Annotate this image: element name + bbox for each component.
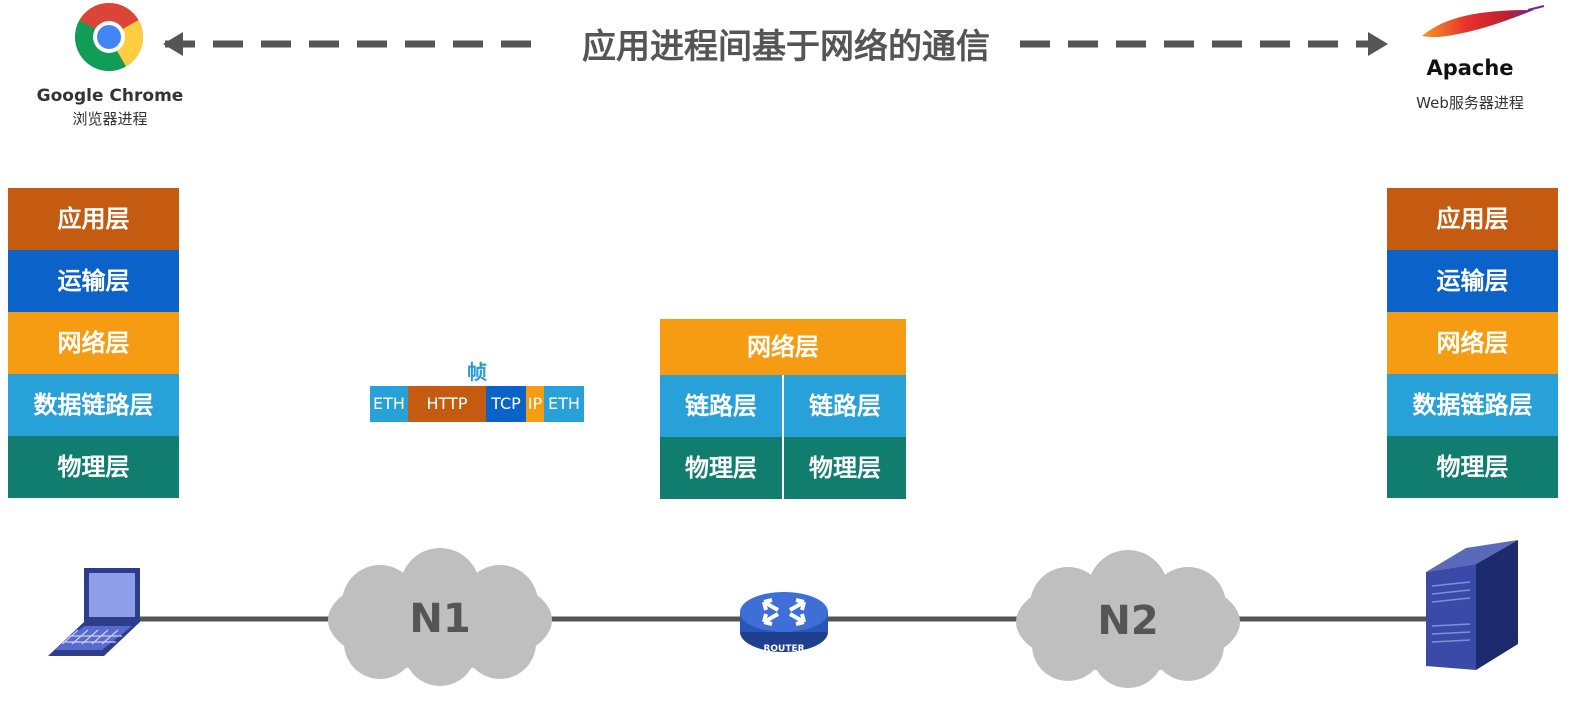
server-protocol-stack: 应用层 运输层 网络层 数据链路层 物理层 xyxy=(1387,188,1558,498)
cloud-n2-label: N2 xyxy=(1097,598,1159,644)
communication-arrow xyxy=(163,32,1388,56)
host-transport-layer: 运输层 xyxy=(8,250,179,312)
server-physical-layer: 物理层 xyxy=(1387,436,1558,498)
router-protocol-stack: 网络层 链路层 链路层 物理层 物理层 xyxy=(660,319,906,499)
router-icon: ROUTER xyxy=(740,592,828,654)
router-label: ROUTER xyxy=(763,644,804,654)
chrome-icon xyxy=(75,3,143,71)
laptop-icon xyxy=(48,568,140,656)
server-datalink-layer: 数据链路层 xyxy=(1387,374,1558,436)
chrome-subtitle: 浏览器进程 xyxy=(72,110,148,128)
host-datalink-layer: 数据链路层 xyxy=(8,374,179,436)
host-network-layer: 网络层 xyxy=(8,312,179,374)
router-link-layer-right: 链路层 xyxy=(782,375,906,437)
host-physical-layer: 物理层 xyxy=(8,436,179,498)
frame-http-segment: HTTP xyxy=(408,386,486,422)
chrome-label: Google Chrome xyxy=(36,86,184,106)
cloud-n2-icon xyxy=(1016,550,1240,688)
frame-eth-header: ETH xyxy=(370,386,408,422)
server-icon xyxy=(1426,540,1518,670)
router-physical-layer-right: 物理层 xyxy=(782,437,906,499)
apache-subtitle: Web服务器进程 xyxy=(1416,94,1524,112)
frame-eth-trailer: ETH xyxy=(544,386,584,422)
apache-feather-icon xyxy=(1422,5,1545,38)
host-protocol-stack: 应用层 运输层 网络层 数据链路层 物理层 xyxy=(8,188,179,498)
router-network-layer: 网络层 xyxy=(660,319,906,375)
frame-label: 帧 xyxy=(467,360,487,384)
cloud-n1-label: N1 xyxy=(409,596,471,642)
frame-tcp-segment: TCP xyxy=(486,386,526,422)
server-application-layer: 应用层 xyxy=(1387,188,1558,250)
frame: ETH HTTP TCP IP ETH xyxy=(370,386,584,422)
frame-ip-segment: IP xyxy=(526,386,544,422)
apache-label: Apache xyxy=(1426,56,1514,80)
router-physical-layer-left: 物理层 xyxy=(660,437,782,499)
server-network-layer: 网络层 xyxy=(1387,312,1558,374)
router-link-layer-left: 链路层 xyxy=(660,375,782,437)
page-title: 应用进程间基于网络的通信 xyxy=(582,27,990,67)
cloud-n1-icon xyxy=(328,548,552,686)
server-transport-layer: 运输层 xyxy=(1387,250,1558,312)
host-application-layer: 应用层 xyxy=(8,188,179,250)
